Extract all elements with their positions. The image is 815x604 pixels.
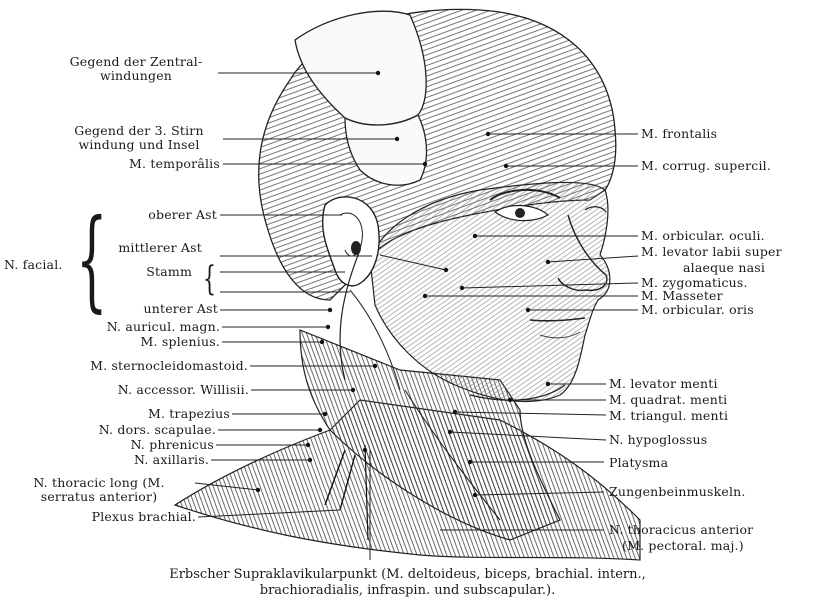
label-thoracic-line2: serratus anterior) — [4, 490, 194, 504]
label-phrenicus: N. phrenicus — [40, 438, 214, 452]
label-levator-menti: M. levator menti — [609, 377, 718, 391]
label-stirn: Gegend der 3. Stirn windung und Insel — [56, 124, 222, 152]
label-levator-labii: M. levator labii super — [641, 245, 813, 259]
label-triangul-menti: M. triangul. menti — [609, 409, 728, 423]
label-zungenbein: Zungenbeinmuskeln. — [609, 485, 746, 499]
label-orbic-oris: M. orbicular. oris — [641, 303, 754, 317]
label-trapezius: M. trapezius — [40, 407, 230, 421]
label-axillaris: N. axillaris. — [40, 453, 209, 467]
label-corrug: M. corrug. supercil. — [641, 159, 771, 173]
label-dors-scapulae: N. dors. scapulae. — [20, 423, 216, 437]
caption-line1: Erbscher Supraklavikularpunkt (M. deltoi… — [0, 567, 815, 582]
label-accessor: N. accessor. Willisii. — [20, 383, 249, 397]
label-quadrat-menti: M. quadrat. menti — [609, 393, 727, 407]
label-platysma: Platysma — [609, 456, 668, 470]
facial-brace: { — [76, 204, 108, 314]
label-n-facial: N. facial. — [4, 258, 63, 272]
label-zentral: Gegend der Zentral- windungen — [56, 55, 216, 83]
label-frontalis: M. frontalis — [641, 127, 717, 141]
label-masseter: M. Masseter — [641, 289, 723, 303]
label-thoracic-long: N. thoracic long (M. serratus anterior) — [4, 476, 194, 504]
label-mittlerer-ast: mittlerer Ast — [60, 241, 202, 255]
label-stirn-line2: windung und Insel — [56, 138, 222, 152]
label-sternocleidomastoid: M. sternocleidomastoid. — [20, 359, 248, 373]
label-alaeque-nasi: alaeque nasi — [683, 261, 765, 275]
label-temporalis: M. temporâlis — [40, 157, 220, 171]
label-zentral-line2: windungen — [56, 69, 216, 83]
stamm-brace: { — [203, 262, 216, 296]
label-pectoral-maj: (M. pectoral. maj.) — [622, 539, 744, 553]
label-orbic-oculi: M. orbicular. oculi. — [641, 229, 765, 243]
caption-line2: brachioradialis, infraspin. und subscapu… — [0, 583, 815, 598]
label-hypoglossus: N. hypoglossus — [609, 433, 707, 447]
label-thoracicus-anterior: N. thoracicus anterior — [609, 523, 753, 537]
label-stirn-line1: Gegend der 3. Stirn — [56, 124, 222, 138]
label-plexus-brachial: Plexus brachial. — [40, 510, 196, 524]
label-auricul-magn: N. auricul. magn. — [40, 320, 220, 334]
label-stamm: Stamm — [60, 265, 192, 279]
label-thoracic-line1: N. thoracic long (M. — [4, 476, 194, 490]
label-unterer-ast: unterer Ast — [60, 302, 218, 316]
label-splenius: M. splenius. — [40, 335, 220, 349]
label-zentral-line1: Gegend der Zentral- — [56, 55, 216, 69]
